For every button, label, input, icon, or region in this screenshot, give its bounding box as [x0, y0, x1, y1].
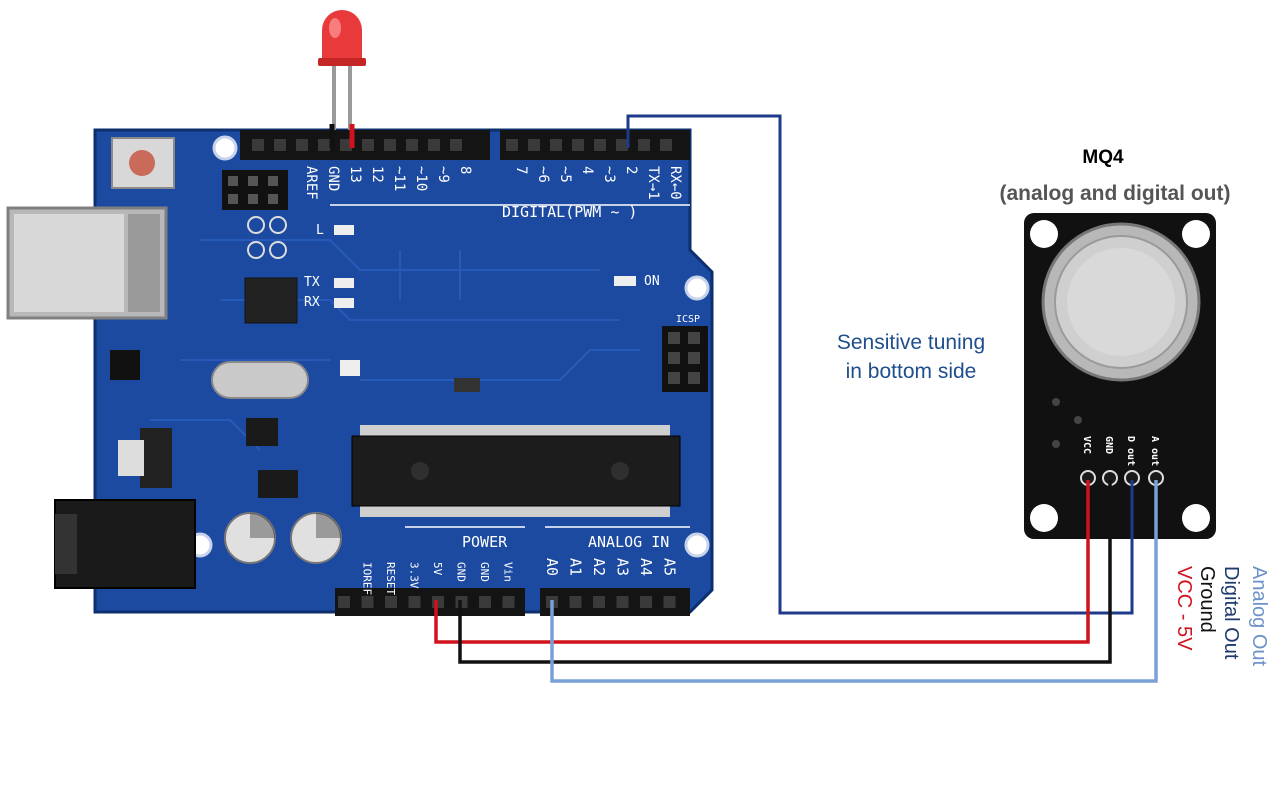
analog-pin-label: A4	[637, 558, 655, 576]
led-label-l: L	[316, 223, 324, 238]
mount-hole	[684, 275, 710, 301]
arduino-uno-board: ICSP L TX RX ON AREF GND 13 12 ~11 ~10 ~9 8 7 ~6 ~…	[6, 128, 714, 616]
digital-pin-label: TX→1	[645, 166, 661, 200]
power-pin-label: GND	[478, 562, 491, 582]
digital-pin-label: ~9	[435, 166, 451, 183]
label-digital-out: Digital Out	[1220, 566, 1242, 660]
power-pin-label: RESET	[384, 562, 397, 595]
label-ground: Ground	[1196, 566, 1218, 633]
wires	[434, 114, 1158, 683]
label-analog-out: Analog Out	[1248, 566, 1270, 667]
digital-pin-label: 2	[623, 166, 639, 174]
power-label: POWER	[462, 533, 508, 551]
crystal	[211, 361, 309, 399]
analog-pin-label: A3	[614, 558, 632, 576]
analog-pin-label: A1	[567, 558, 585, 576]
digital-pin-label: 7	[513, 166, 529, 174]
power-analog-header	[335, 588, 690, 616]
sensor-pin-label: VCC	[1081, 436, 1092, 454]
label-vcc-5v: VCC - 5V	[1173, 566, 1195, 651]
power-pin-label: IOREF	[361, 562, 374, 595]
digital-pin-label: ~6	[535, 166, 551, 183]
digital-header-label: DIGITAL(PWM ~ )	[502, 203, 637, 221]
digital-pin-label: ~3	[601, 166, 617, 183]
analog-pin-label: A0	[543, 558, 561, 576]
onboard-led-on	[614, 276, 636, 286]
red-led	[318, 10, 366, 130]
atmega-chip	[351, 425, 681, 517]
mount-hole	[684, 532, 710, 558]
wire-vcc	[434, 480, 1090, 644]
sensor-subtitle: (analog and digital out)	[1000, 182, 1231, 205]
sensor-pin-label: GND	[1103, 436, 1114, 454]
digital-pin-label: RX←0	[667, 166, 683, 200]
analog-in-label: ANALOG IN	[588, 533, 669, 551]
digital-pin-labels: AREF GND 13 12 ~11 ~10 ~9 8 7 ~6 ~5 4 ~3 2 TX→1 RX←0	[303, 166, 683, 200]
digital-pin-label: 12	[369, 166, 385, 183]
mount-hole	[212, 135, 238, 161]
led-label-rx: RX	[304, 295, 320, 310]
digital-pin-label: ~5	[557, 166, 573, 183]
power-pin-label: GND	[455, 562, 468, 582]
capacitor	[224, 512, 276, 564]
led-label-tx: TX	[304, 275, 320, 290]
digital-pin-label: 4	[579, 166, 595, 174]
analog-pin-label: A2	[590, 558, 608, 576]
tuning-note-line-2: in bottom side	[846, 360, 977, 383]
capacitor	[290, 512, 342, 564]
digital-pin-label: 13	[347, 166, 363, 183]
analog-pin-label: A5	[661, 558, 679, 576]
power-pin-labels: IOREF RESET 3.3V 5V GND GND Vin	[361, 562, 515, 595]
sensor-title: MQ4	[1082, 147, 1124, 168]
led-label-on: ON	[644, 274, 660, 289]
onboard-led-rx	[334, 298, 354, 308]
onboard-led-l	[334, 225, 354, 235]
power-pin-label: Vin	[502, 562, 515, 582]
wire-gnd	[458, 480, 1112, 664]
digital-pin-label: AREF	[303, 166, 319, 200]
digital-pin-label: ~10	[413, 166, 429, 191]
icsp-label: ICSP	[676, 314, 700, 325]
power-pin-label: 3.3V	[408, 562, 421, 589]
digital-pin-label: GND	[325, 166, 341, 191]
sensor-pin-label: D out	[1125, 436, 1136, 466]
digital-pin-label: 8	[457, 166, 473, 174]
digital-pin-label: ~11	[391, 166, 407, 191]
power-pin-label: 5V	[431, 562, 444, 576]
usb-controller-chip	[244, 277, 298, 324]
wire-analog-out	[550, 480, 1158, 683]
tuning-note-line-1: Sensitive tuning	[837, 331, 985, 354]
digital-header	[240, 130, 690, 160]
sensor-pin-labels: VCC GND D out A out	[1081, 436, 1160, 466]
analog-pin-labels: A0 A1 A2 A3 A4 A5	[543, 558, 679, 576]
wire-digital-out	[626, 114, 1134, 615]
sensor-pin-label: A out	[1149, 436, 1160, 466]
onboard-led-tx	[334, 278, 354, 288]
mq4-sensor-module: VCC GND D out A out	[1024, 213, 1216, 539]
